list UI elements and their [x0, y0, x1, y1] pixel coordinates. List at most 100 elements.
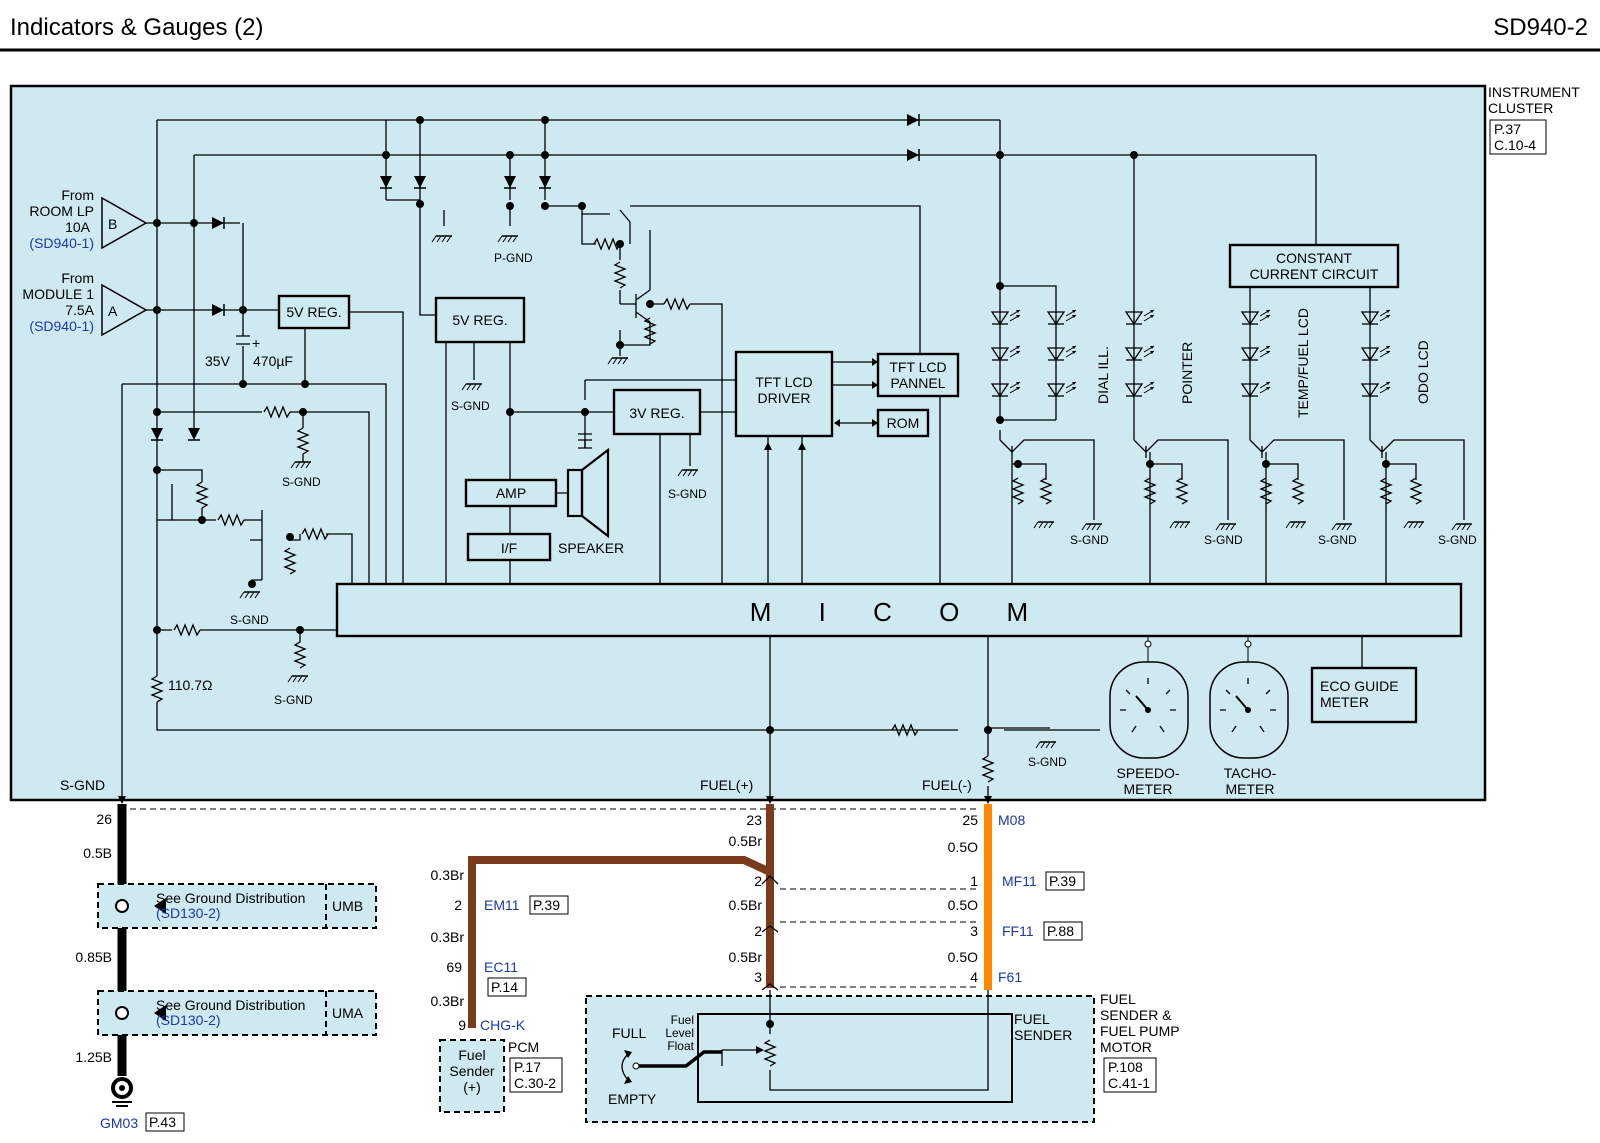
svg-text:MF11: MF11 — [1002, 873, 1037, 889]
svg-text:TACHO-: TACHO- — [1224, 765, 1277, 781]
led-group-pointer: POINTER — [1125, 151, 1195, 440]
sgnd-label-4: S-GND — [451, 399, 490, 413]
svg-text:(SD130-2): (SD130-2) — [156, 1012, 221, 1028]
ground-splice-umb: See Ground Distribution (SD130-2) UMB — [97, 883, 377, 929]
svg-text:Fuel: Fuel — [458, 1047, 485, 1063]
svg-text:P.108: P.108 — [1108, 1059, 1143, 1075]
svg-text:(SD130-2): (SD130-2) — [156, 905, 221, 921]
sgnd-label-5: S-GND — [668, 487, 707, 501]
led-group-odo-lcd: ODO LCD — [1361, 287, 1431, 440]
svg-text:0.3Br: 0.3Br — [431, 929, 465, 945]
svg-text:POINTER: POINTER — [1179, 342, 1195, 404]
svg-text:1: 1 — [970, 873, 978, 889]
fuel-sender-assembly: FULL EMPTY Fuel Level Float FUEL SENDER … — [585, 990, 1180, 1123]
svg-text:DIAL ILL.: DIAL ILL. — [1095, 346, 1111, 404]
svg-text:C.30-2: C.30-2 — [514, 1075, 556, 1091]
svg-text:SPEEDO-: SPEEDO- — [1116, 765, 1179, 781]
svg-text:0.5B: 0.5B — [83, 845, 112, 861]
amp-box — [464, 478, 558, 508]
svg-text:DRIVER: DRIVER — [758, 390, 811, 406]
svg-text:ODO LCD: ODO LCD — [1415, 340, 1431, 404]
if-box — [466, 532, 552, 562]
diagram-code: SD940-2 — [1493, 14, 1588, 41]
svg-text:EMPTY: EMPTY — [608, 1091, 657, 1107]
svg-text:ROOM LP: ROOM LP — [29, 203, 94, 219]
svg-text:SENDER &: SENDER & — [1100, 1007, 1172, 1023]
svg-text:FUEL PUMP: FUEL PUMP — [1100, 1023, 1180, 1039]
svg-text:EM11: EM11 — [484, 897, 520, 913]
svg-text:4: 4 — [970, 969, 978, 985]
pin-fuel-plus: FUEL(+) — [700, 777, 753, 793]
svg-text:C.41-1: C.41-1 — [1108, 1075, 1150, 1091]
svg-text:2: 2 — [454, 897, 462, 913]
svg-text:0.5O: 0.5O — [948, 897, 978, 913]
cap-voltage: 35V — [205, 353, 231, 369]
ground-splice-uma: See Ground Distribution (SD130-2) UMA — [97, 990, 377, 1036]
svg-text:METER: METER — [1124, 781, 1173, 797]
svg-text:ECO GUIDE: ECO GUIDE — [1320, 678, 1399, 694]
svg-text:25: 25 — [962, 812, 978, 828]
svg-text:2: 2 — [754, 923, 762, 939]
svg-text:10A: 10A — [65, 219, 91, 235]
resistor-value: 110.7Ω — [168, 677, 212, 693]
svg-text:P.39: P.39 — [1049, 873, 1076, 889]
svg-text:PCM: PCM — [508, 1039, 539, 1055]
eco-guide-meter — [1310, 666, 1418, 724]
svg-text:S-GND: S-GND — [1070, 533, 1109, 547]
svg-text:I/F: I/F — [501, 540, 517, 556]
svg-text:0.5O: 0.5O — [948, 839, 978, 855]
svg-text:TFT LCD: TFT LCD — [889, 359, 946, 375]
svg-text:UMB: UMB — [332, 898, 363, 914]
svg-text:Fuel: Fuel — [671, 1013, 694, 1027]
svg-text:26: 26 — [96, 811, 112, 827]
pcm-branch: 0.3Br 2 EM11 P.39 0.3Br 69 EC11 P.14 0.3… — [431, 867, 569, 1033]
fuel-plus-wire: 23 0.5Br 2 0.5Br 2 0.5Br 3 — [468, 804, 779, 1028]
led-group-temp-fuel-lcd: TEMP/FUEL LCD — [1241, 287, 1311, 440]
sgnd-label-2: S-GND — [230, 613, 269, 627]
svg-text:P.14: P.14 — [491, 979, 518, 995]
svg-text:F61: F61 — [998, 969, 1022, 985]
svg-text:2: 2 — [754, 873, 762, 889]
svg-text:TFT LCD: TFT LCD — [755, 374, 812, 390]
cluster-label: INSTRUMENT — [1488, 84, 1580, 100]
svg-text:S-GND: S-GND — [1438, 533, 1477, 547]
svg-text:1.25B: 1.25B — [75, 1049, 112, 1065]
led-group-dial-ill: DIAL ILL. — [991, 120, 1111, 440]
svg-text:7.5A: 7.5A — [65, 302, 94, 318]
fuel-minus-wire: 25 M08 0.5O 1 MF11 P.39 0.5O 3 FF11 P.88… — [948, 804, 1085, 990]
svg-text:METER: METER — [1226, 781, 1275, 797]
svg-text:TEMP/FUEL LCD: TEMP/FUEL LCD — [1295, 308, 1311, 418]
svg-text:From: From — [61, 270, 94, 286]
svg-text:AMP: AMP — [496, 485, 526, 501]
svg-text:MOTOR: MOTOR — [1100, 1039, 1152, 1055]
svg-text:3V REG.: 3V REG. — [629, 405, 684, 421]
regulator-5v-left — [277, 294, 351, 330]
svg-text:5V REG.: 5V REG. — [452, 312, 507, 328]
regulator-3v — [612, 388, 702, 436]
svg-text:0.3Br: 0.3Br — [431, 993, 465, 1009]
speaker-label: SPEAKER — [558, 540, 624, 556]
micom-block — [335, 582, 1463, 638]
svg-text:0.5O: 0.5O — [948, 949, 978, 965]
pin-fuel-minus: FUEL(-) — [922, 777, 972, 793]
svg-text:A: A — [108, 303, 118, 319]
tft-lcd-panel — [876, 352, 960, 398]
cluster-ref-2: C.10-4 — [1494, 137, 1536, 153]
svg-text:0.3Br: 0.3Br — [431, 867, 465, 883]
svg-text:P.43: P.43 — [149, 1114, 176, 1130]
cap-value: 470µF — [253, 353, 293, 369]
svg-text:MODULE 1: MODULE 1 — [22, 286, 94, 302]
svg-text:S-GND: S-GND — [1204, 533, 1243, 547]
svg-text:(SD940-1): (SD940-1) — [29, 318, 94, 334]
sgnd-label-1: S-GND — [282, 475, 321, 489]
svg-text:P.17: P.17 — [514, 1059, 541, 1075]
svg-text:69: 69 — [446, 959, 462, 975]
svg-text:3: 3 — [970, 923, 978, 939]
cap-polarity: + — [252, 335, 260, 351]
svg-text:EC11: EC11 — [484, 959, 518, 975]
svg-text:See Ground Distribution: See Ground Distribution — [156, 997, 305, 1013]
svg-text:0.5Br: 0.5Br — [729, 897, 763, 913]
svg-text:See Ground Distribution: See Ground Distribution — [156, 890, 305, 906]
pin-sgnd: S-GND — [60, 777, 105, 793]
